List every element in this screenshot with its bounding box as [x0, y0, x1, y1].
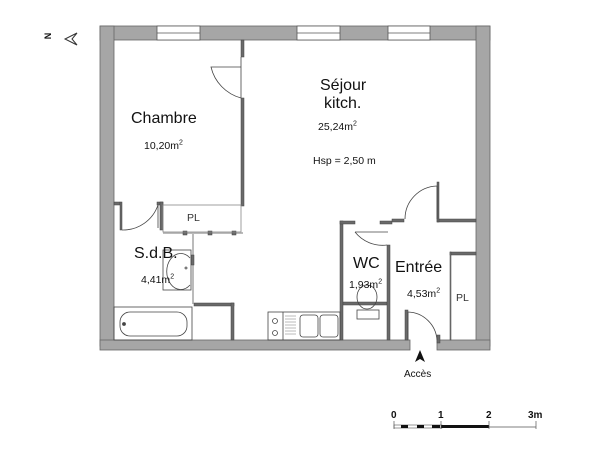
bathtub-icon: [113, 306, 193, 341]
room-name-sejour-line2: kitch.: [324, 95, 362, 112]
scale-tick-1: 1: [438, 410, 444, 421]
room-area-sdb: 4,41m2: [141, 273, 175, 287]
ceiling-height: Hsp = 2,50 m: [313, 155, 376, 167]
room-area-entree: 4,53m2: [407, 287, 441, 301]
room-name-wc: WC: [353, 255, 380, 272]
door-chambre: [210, 66, 242, 99]
compass-label: N: [42, 32, 53, 40]
door-entree-sejour: [404, 185, 438, 220]
closet-label-entree: PL: [456, 292, 469, 304]
windows: [156, 25, 431, 41]
room-name-entree: Entrée: [395, 259, 443, 276]
interior-walls: [113, 39, 477, 344]
doors: [121, 57, 438, 341]
room-name-chambre: Chambre: [131, 110, 197, 127]
scale-tick-3m: 3m: [528, 410, 543, 421]
exterior-walls: [99, 25, 491, 351]
room-area-wc: 1,93m2: [349, 278, 383, 292]
access-label: Accès: [404, 369, 432, 380]
scale-tick-0: 0: [391, 410, 397, 421]
north-arrow-icon: [63, 32, 78, 46]
door-sdb: [121, 204, 159, 231]
room-area-chambre: 10,20m2: [144, 139, 183, 153]
washbasin-icon: [162, 249, 192, 291]
door-wc: [354, 231, 388, 246]
room-name-sejour: Séjour: [320, 77, 367, 94]
room-name-sdb: S.d.B.: [134, 245, 178, 262]
scale-tick-2: 2: [486, 410, 492, 421]
kitchen-sink-icon: [267, 311, 341, 341]
room-area-sejour: 25,24m2: [318, 120, 357, 134]
entrance-arrow-icon: [415, 350, 425, 362]
door-entree: [407, 311, 438, 341]
scale-bar: [393, 421, 537, 429]
toilet-icon: [356, 284, 380, 320]
closet-chambre: [162, 204, 242, 233]
closet-label-chambre: PL: [187, 212, 200, 224]
